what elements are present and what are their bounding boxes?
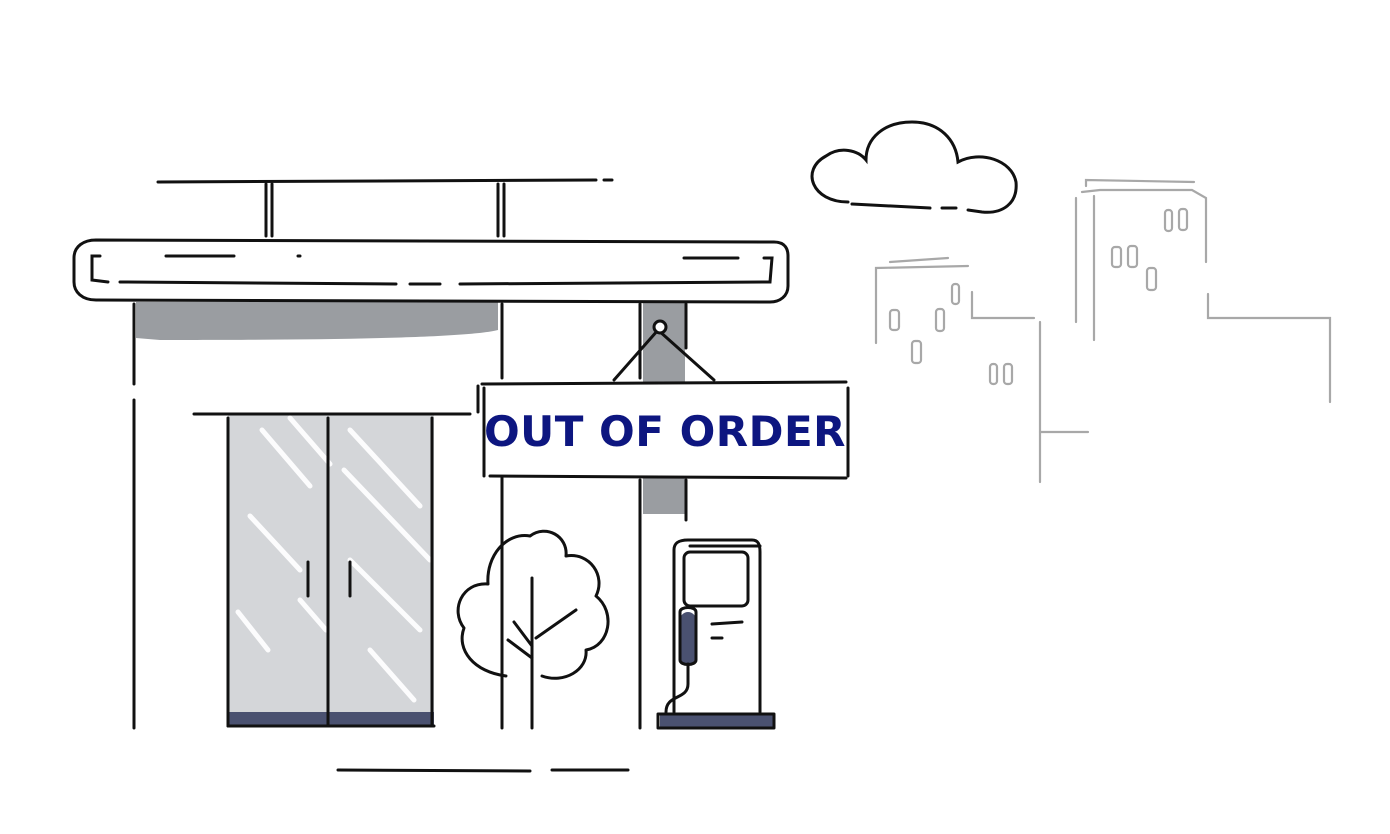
sign-text: OUT OF ORDER <box>484 407 846 456</box>
fuel-pump-icon <box>656 538 776 730</box>
building <box>72 178 790 773</box>
glass-door <box>192 412 472 728</box>
out-of-order-sign: OUT OF ORDER <box>476 319 850 480</box>
cloud-icon <box>810 120 1018 214</box>
tree-icon <box>456 529 610 730</box>
city-skyline <box>874 178 1332 484</box>
